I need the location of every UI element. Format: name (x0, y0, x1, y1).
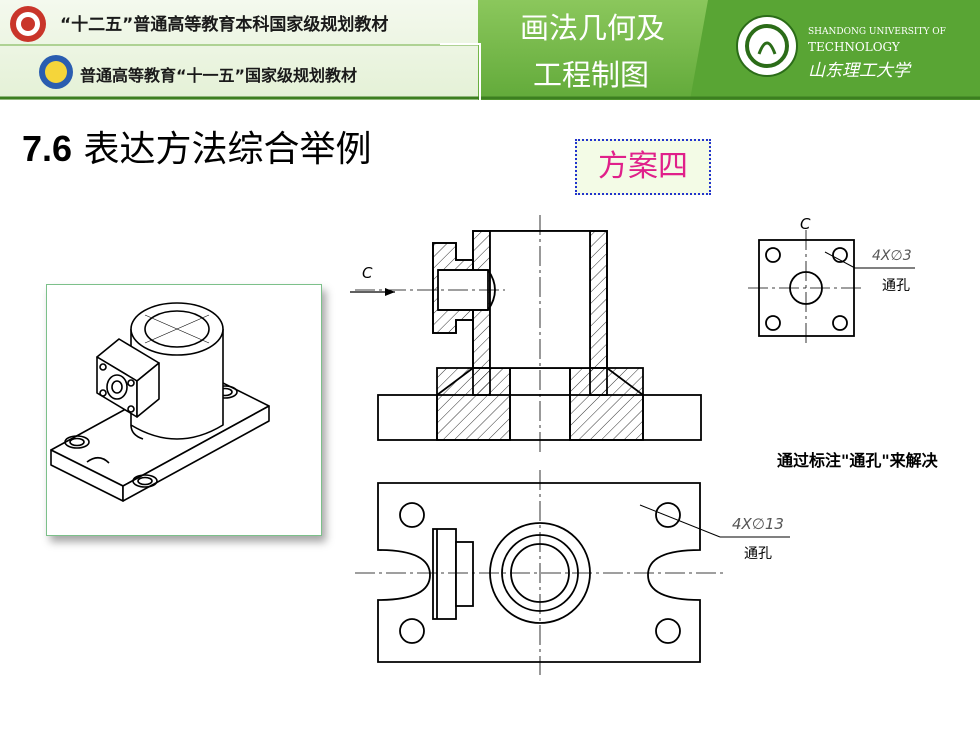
slide-title-text: 表达方法综合举例 (72, 129, 372, 170)
flange-view-c (748, 230, 865, 345)
plan-label-box: 方案四 (575, 139, 711, 195)
header-banner: “十二五”普通高等教育本科国家级规划教材 普通高等教育“十一五”国家级规划教材 … (0, 0, 980, 100)
leader-lines (639, 251, 915, 538)
hole-spec-large-note: 通孔 (744, 546, 772, 562)
hole-spec-large: 4X∅13 (732, 515, 784, 533)
orthographic-drawing (350, 215, 915, 675)
solution-note: 通过标注"通孔"来解决 (777, 451, 938, 470)
header-line-2: 普通高等教育“十一五”国家级规划教材 (80, 66, 358, 85)
isometric-view (50, 302, 270, 502)
slide-title-number: 7.6 (22, 128, 73, 169)
plan-label: 方案四 (598, 149, 688, 184)
header-line-1: “十二五”普通高等教育本科国家级规划教材 (60, 15, 389, 35)
top-view (355, 470, 725, 675)
university-name-cn: 山东理工大学 (808, 61, 910, 81)
university-name-en-2: TECHNOLOGY (808, 40, 900, 54)
hole-spec-small: 4X∅3 (872, 248, 912, 264)
isometric-view-frame (46, 284, 322, 536)
view-letter-top: C (800, 215, 811, 233)
header-background (0, 0, 980, 100)
university-name-en-1: SHANDONG UNIVERSITY OF (808, 27, 946, 37)
eleventh-five-year-badge-icon (39, 55, 73, 89)
course-title-line-1: 画法几何及 (520, 11, 666, 45)
university-seal-icon (736, 15, 798, 77)
slide-title: 7.6 表达方法综合举例 (22, 120, 372, 172)
view-direction-arrow (350, 288, 395, 296)
course-title-line-2: 工程制图 (533, 58, 650, 92)
view-letter-arrow: C (362, 264, 373, 282)
front-section-view (355, 215, 702, 455)
textbook-seal-icon (10, 6, 46, 42)
hole-spec-small-note: 通孔 (882, 278, 910, 294)
